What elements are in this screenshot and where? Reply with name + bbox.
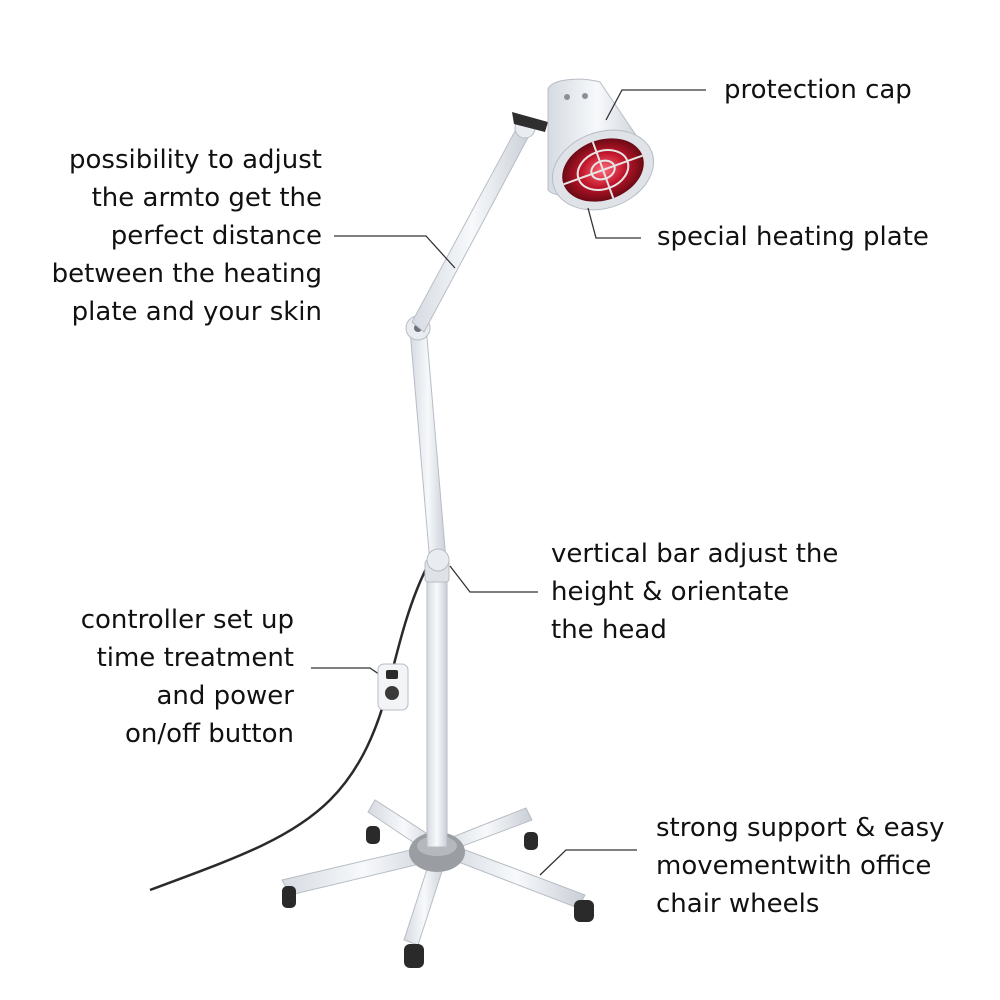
controller xyxy=(377,663,409,711)
leader-bar xyxy=(449,565,538,593)
leader-arm xyxy=(334,235,456,269)
callout-protection-cap: protection cap xyxy=(724,75,912,105)
timer-knob xyxy=(385,686,399,700)
callout-controller: controller set up time treatment and pow… xyxy=(80,605,294,749)
callout-base-wheels: strong support & easy movementwith offic… xyxy=(656,813,945,919)
callout-arm-adjust: possibility to adjust the armto get the … xyxy=(51,145,322,327)
wheel xyxy=(574,900,594,922)
vertical-bar xyxy=(426,574,448,848)
lower-arm xyxy=(409,325,447,564)
wheel xyxy=(404,944,424,968)
leader-base xyxy=(539,849,637,876)
wheel xyxy=(282,886,296,908)
wheel xyxy=(524,832,538,850)
power-cord xyxy=(149,564,430,892)
power-switch xyxy=(386,670,398,679)
callout-vertical-bar: vertical bar adjust the height & orienta… xyxy=(551,539,839,645)
upper-arm xyxy=(411,121,533,333)
leader-cap xyxy=(605,89,706,121)
lamp-head xyxy=(547,78,655,211)
leader-plate xyxy=(587,207,641,239)
callout-heating-plate: special heating plate xyxy=(657,222,929,252)
wheel xyxy=(366,826,380,844)
leader-lines xyxy=(311,89,706,876)
